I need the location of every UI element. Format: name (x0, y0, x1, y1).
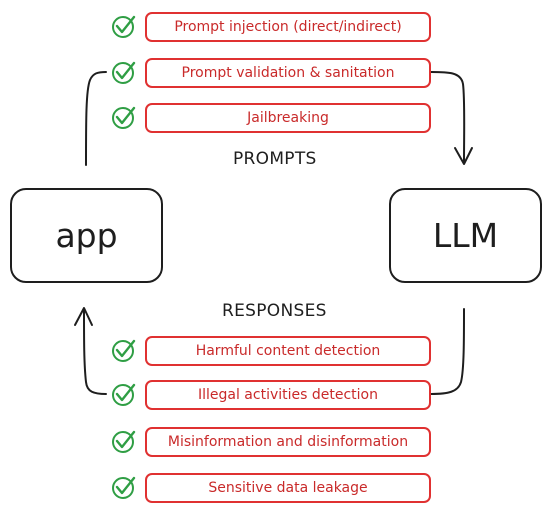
response-check-harmful: Harmful content detection (145, 336, 431, 366)
responses-arrowhead-icon (74, 307, 93, 326)
check-circle-icon (112, 15, 136, 38)
check-circle-icon (112, 430, 136, 453)
prompts-to-llm-connector (430, 71, 466, 164)
check-circle-icon (112, 476, 136, 499)
prompts-arrowhead-icon (454, 147, 473, 165)
check-circle-icon (112, 383, 136, 406)
prompt-check-validation: Prompt validation & sanitation (145, 58, 431, 88)
check-circle-icon (112, 106, 136, 129)
llm-node: LLM (389, 188, 542, 283)
check-circle-icon (112, 61, 136, 84)
llm-to-responses-connector (430, 308, 465, 395)
responses-to-app-connector (83, 308, 107, 395)
check-circle-icon (112, 339, 136, 362)
app-to-prompts-connector (85, 71, 107, 166)
response-check-misinformation: Misinformation and disinformation (145, 427, 431, 457)
responses-label: RESPONSES (222, 301, 327, 321)
app-node: app (10, 188, 163, 283)
response-check-leakage: Sensitive data leakage (145, 473, 431, 503)
prompts-label: PROMPTS (233, 149, 317, 169)
prompt-check-jailbreaking: Jailbreaking (145, 103, 431, 133)
prompt-check-injection: Prompt injection (direct/indirect) (145, 12, 431, 42)
response-check-illegal: Illegal activities detection (145, 380, 431, 410)
